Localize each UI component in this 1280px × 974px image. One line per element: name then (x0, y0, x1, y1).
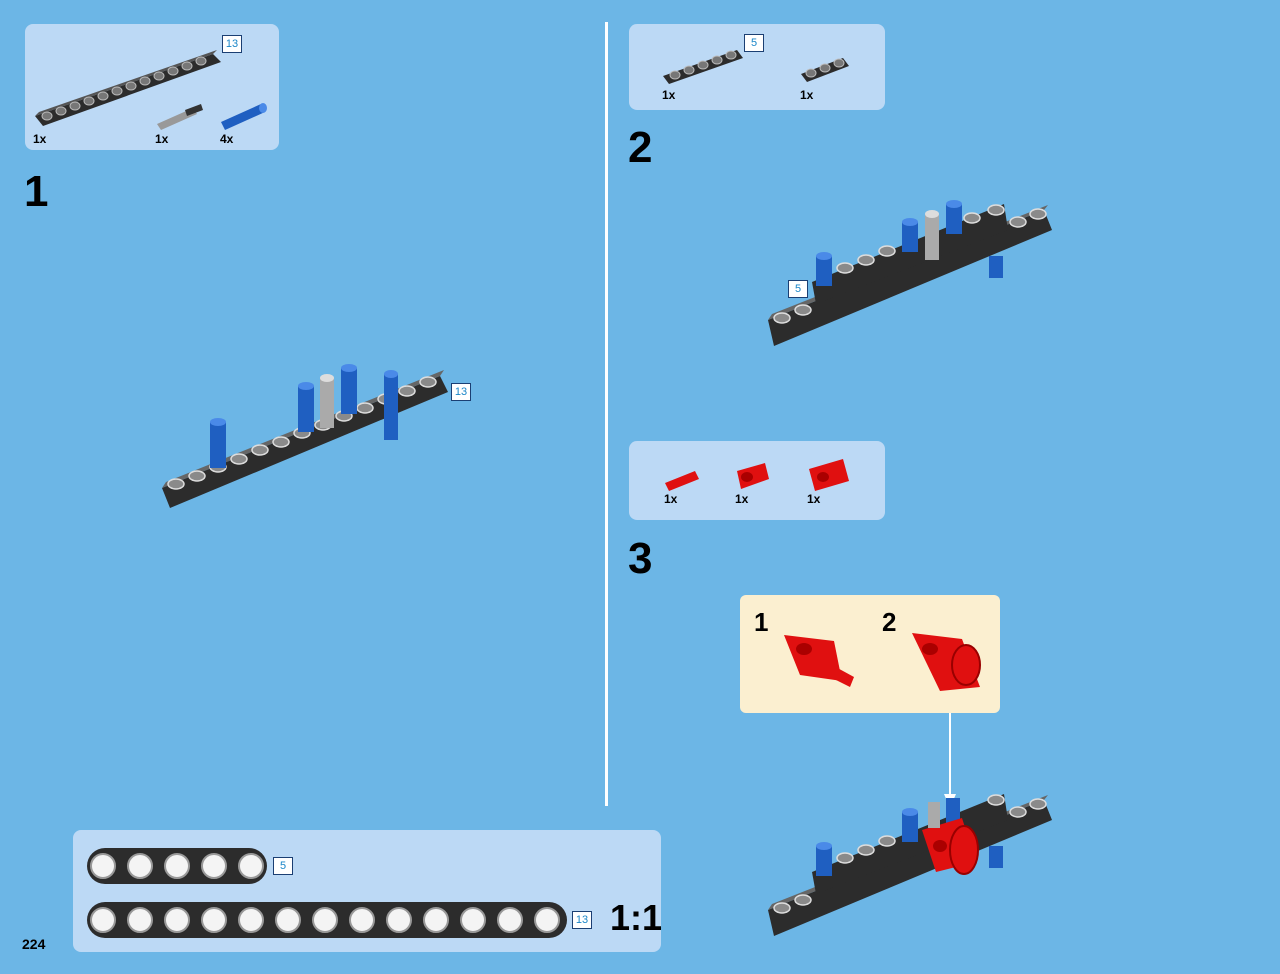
beam-5-icon (663, 50, 743, 84)
step3-parts-art (665, 459, 849, 491)
step3-parts-panel: 1x 1x 1x (629, 441, 885, 520)
step-number: 2 (628, 123, 653, 172)
step2-parts-art (663, 50, 849, 84)
red-subassembly-icon (912, 633, 981, 691)
beam-length-badge: 13 (451, 383, 471, 401)
blue-pin-icon (816, 798, 1003, 876)
part-qty: 1x (800, 88, 814, 102)
red-cross-block-icon (809, 459, 849, 491)
blue-pin-icon (221, 103, 267, 130)
red-subassembly-icon (784, 635, 854, 687)
scale-beam-13-icon (87, 902, 567, 938)
step-number: 3 (628, 534, 653, 583)
beam-length-badge: 5 (273, 857, 293, 875)
step1-parts-panel: 13 1x 1x 4x (25, 24, 279, 150)
beam-length-badge: 5 (744, 34, 764, 52)
blue-pin-icon (210, 364, 398, 468)
part-qty: 1x (735, 492, 749, 506)
step1-parts-art (35, 50, 267, 130)
red-subassembly-icon (922, 818, 979, 875)
axle-pin-icon (157, 104, 203, 130)
substep-number: 2 (882, 607, 897, 637)
part-qty: 1x (807, 492, 821, 506)
part-qty: 1x (155, 132, 169, 146)
axle-pin-icon (320, 374, 334, 428)
step3-beam-icon (768, 794, 1052, 936)
part-qty: 1x (662, 88, 676, 102)
step-number: 1 (24, 167, 49, 216)
axle-pin-icon (925, 210, 939, 260)
part-qty: 4x (220, 132, 234, 146)
step2-parts-panel: 5 1x 1x (629, 24, 885, 110)
scale-beams (87, 848, 567, 938)
beam-length-badge: 13 (572, 911, 592, 929)
substep-number: 1 (754, 607, 769, 637)
page-number: 224 (22, 936, 46, 952)
part-qty: 1x (664, 492, 678, 506)
part-qty: 1x (33, 132, 47, 146)
beam-3-icon (801, 58, 849, 82)
blue-pin-icon (816, 200, 1003, 286)
axle-pin-icon (928, 802, 940, 828)
red-connector-icon (737, 463, 769, 489)
beam-length-badge: 13 (222, 35, 242, 53)
red-axle-icon (665, 471, 699, 491)
page-divider (605, 22, 608, 806)
insert-arrow-icon (944, 713, 956, 808)
scale-panel: 5 13 (73, 830, 661, 952)
beam-length-badge: 5 (788, 280, 808, 298)
scale-beam-5-icon (87, 848, 267, 884)
beam-13-icon (35, 50, 221, 126)
scale-ratio: 1:1 (610, 897, 663, 938)
substep-callout: 1 2 (740, 595, 1000, 713)
substep-art (784, 633, 981, 691)
